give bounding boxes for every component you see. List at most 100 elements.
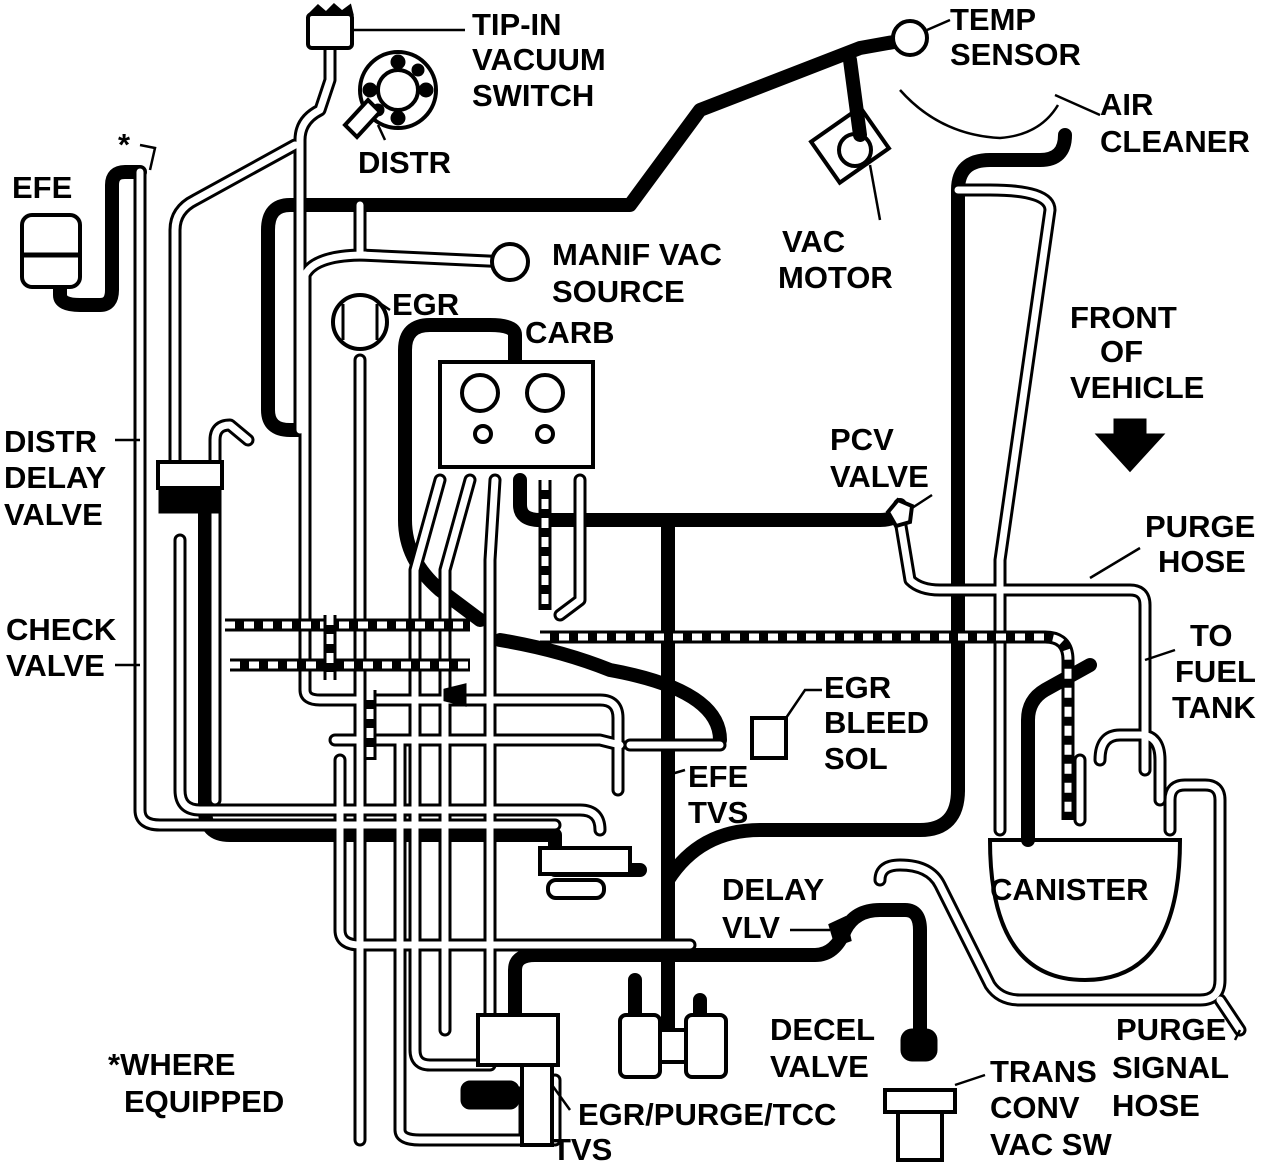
label-efe: EFE [12,170,72,205]
svg-text:EGR: EGR [824,670,891,705]
svg-text:EQUIPPED: EQUIPPED [124,1084,284,1119]
efe [20,213,82,289]
svg-text:MOTOR: MOTOR [778,260,893,295]
label-vac-motor: VAC MOTOR [778,224,893,295]
svg-text:PCV: PCV [830,422,894,457]
label-decel-valve: DECEL VALVE [770,1012,875,1084]
label-carb: CARB [525,315,615,350]
leader-lines [115,18,1242,1111]
svg-text:VALVE: VALVE [4,497,103,532]
svg-text:BLEED: BLEED [824,705,929,740]
labels: TIP-IN VACUUM SWITCH DISTR TEMP SENSOR A… [4,2,1256,1166]
svg-text:DELAY: DELAY [722,872,825,907]
air-cleaner-outline [899,89,1060,140]
svg-text:DISTR: DISTR [4,424,97,459]
hose-efe-stub [53,165,147,312]
svg-text:TVS: TVS [688,795,748,830]
svg-text:VLV: VLV [722,910,780,945]
svg-text:HOSE: HOSE [1158,544,1246,579]
distributor [342,50,438,140]
pcv-valve [885,497,915,529]
label-canister: CANISTER [990,872,1148,907]
egr-valve [331,293,389,351]
label-to-fuel-tank: TO FUEL TANK [1172,618,1256,725]
hose-lower-return [661,783,965,887]
svg-text:TANK: TANK [1172,690,1256,725]
label-egr: EGR [392,287,459,322]
trans-conv-vac-switch [883,1028,957,1162]
svg-text:VALVE: VALVE [770,1049,869,1084]
svg-text:CLEANER: CLEANER [1100,124,1250,159]
svg-text:AIR: AIR [1100,87,1153,122]
svg-text:PURGE: PURGE [1116,1012,1226,1047]
svg-text:*WHERE: *WHERE [108,1047,235,1082]
label-efe-tvs: EFE TVS [688,759,748,830]
svg-text:SOL: SOL [824,741,888,776]
svg-text:OF: OF [1100,334,1143,369]
white-hoses [133,38,1247,1147]
front-arrow-icon [1094,418,1166,473]
tip-in-vacuum-switch [306,2,354,50]
manif-vac-source [490,242,530,282]
svg-text:VEHICLE: VEHICLE [1070,370,1204,405]
svg-text:EFE: EFE [688,759,748,794]
label-purge-hose: PURGE HOSE [1145,509,1255,579]
components [20,2,1183,1162]
svg-text:PURGE: PURGE [1145,509,1255,544]
svg-text:VAC SW: VAC SW [990,1127,1112,1162]
label-distr-delay-valve: DISTR DELAY VALVE [4,424,107,532]
label-tvs: TVS [552,1132,612,1166]
efe-tvs [538,846,632,900]
label-egr-purge-tcc: EGR/PURGE/TCC [578,1097,836,1132]
svg-text:VALVE: VALVE [830,459,929,494]
egr-purge-tcc-tvs [460,1013,560,1147]
canister [987,838,1183,983]
svg-text:CHECK: CHECK [6,612,117,647]
hose-egr-bleed [493,633,727,747]
svg-text:DECEL: DECEL [770,1012,875,1047]
egr-bleed-solenoid [750,716,788,760]
svg-text:MANIF VAC: MANIF VAC [552,237,722,272]
svg-text:TEMP: TEMP [950,2,1036,37]
svg-text:FUEL: FUEL [1175,654,1256,689]
svg-text:VALVE: VALVE [6,648,105,683]
svg-text:SOURCE: SOURCE [552,274,685,309]
label-where-equipped: *WHERE EQUIPPED [108,1047,284,1119]
temp-sensor [891,19,929,57]
label-temp-sensor: TEMP SENSOR [950,2,1081,72]
white-hose-interiors [136,41,1244,1144]
distr-delay-valve [156,460,224,514]
svg-text:FRONT: FRONT [1070,300,1177,335]
svg-text:TIP-IN: TIP-IN [472,7,562,42]
hose-temp-sensor-main [261,33,912,437]
svg-text:SWITCH: SWITCH [472,78,594,113]
label-delay-vlv: DELAY VLV [722,872,825,945]
delay-valve-fitting [828,915,852,947]
svg-text:VACUUM: VACUUM [472,42,606,77]
label-egr-bleed-sol: EGR BLEED SOL [824,670,929,776]
dashed-hoses [225,480,1075,820]
label-air-cleaner: AIR CLEANER [1100,87,1250,159]
svg-text:HOSE: HOSE [1112,1088,1200,1123]
check-valve-joint [443,683,467,707]
carburetor [438,360,595,469]
decel-valve [618,1013,728,1079]
svg-text:VAC: VAC [782,224,845,259]
label-trans-conv-vac-sw: TRANS CONV VAC SW [990,1054,1112,1162]
label-purge-signal-hose: PURGE SIGNAL HOSE [1112,1012,1229,1123]
svg-text:SENSOR: SENSOR [950,37,1081,72]
label-front-of-vehicle: FRONT OF VEHICLE [1070,300,1204,405]
svg-text:CONV: CONV [990,1090,1080,1125]
label-check-valve: CHECK VALVE [6,612,117,683]
hose-air-cleaner-riser [951,128,1072,797]
label-distr: DISTR [358,145,451,180]
svg-text:DELAY: DELAY [4,460,107,495]
svg-text:TO: TO [1190,618,1233,653]
label-asterisk: * [118,127,131,162]
label-pcv-valve: PCV VALVE [830,422,929,494]
svg-text:TRANS: TRANS [990,1054,1097,1089]
label-manif-vac-source: MANIF VAC SOURCE [552,237,722,309]
hose-canister-a [1021,658,1097,847]
vac-motor [808,53,892,186]
